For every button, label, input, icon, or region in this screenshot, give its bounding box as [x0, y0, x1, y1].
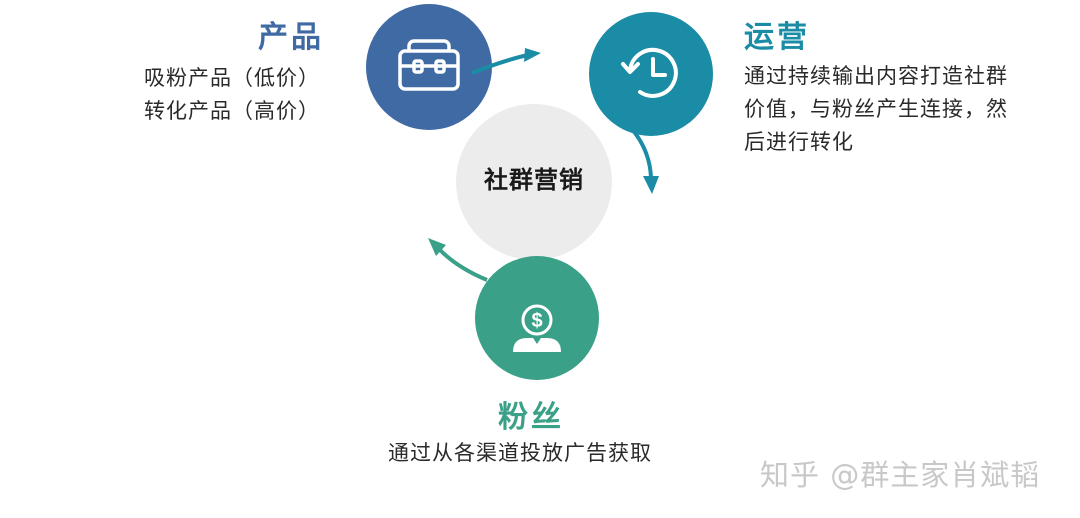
fans-line: 通过从各渠道投放广告获取	[388, 441, 652, 465]
arrow-product-to-operation	[471, 53, 529, 75]
operation-title: 运营	[744, 20, 810, 55]
center-label: 社群营销	[484, 166, 584, 194]
product-description: 吸粉产品（低价） 转化产品（高价）	[144, 62, 320, 128]
cycle-arrows	[428, 48, 659, 282]
svg-text:$: $	[531, 310, 542, 332]
arrow-fans-to-product	[438, 248, 488, 282]
center-circle	[456, 104, 612, 260]
arrow-head-2	[643, 176, 659, 194]
operation-line: 价值，与粉丝产生连接，然	[744, 97, 1008, 121]
fans-title: 粉丝	[498, 400, 564, 435]
operation-line: 后进行转化	[744, 130, 854, 154]
product-line: 吸粉产品（低价）	[144, 66, 320, 90]
product-node	[366, 4, 492, 130]
product-line: 转化产品（高价）	[144, 99, 320, 123]
arrow-operation-to-fans	[629, 126, 653, 179]
fans-description: 通过从各渠道投放广告获取	[388, 437, 652, 470]
product-title: 产品	[258, 20, 324, 55]
fans-circle	[475, 256, 599, 380]
fans-node: $	[475, 256, 599, 380]
operation-description: 通过持续输出内容打造社群 价值，与粉丝产生连接，然 后进行转化	[744, 60, 1008, 159]
briefcase-icon	[398, 39, 460, 91]
arrow-head-3	[428, 238, 446, 256]
watermark: 知乎 @群主家肖斌韬	[760, 458, 1041, 492]
clock-history-icon	[621, 47, 678, 98]
arrow-head-1	[524, 48, 541, 62]
dollar-person-icon: $	[513, 304, 561, 352]
operation-line: 通过持续输出内容打造社群	[744, 64, 1008, 88]
operation-node	[589, 12, 713, 136]
